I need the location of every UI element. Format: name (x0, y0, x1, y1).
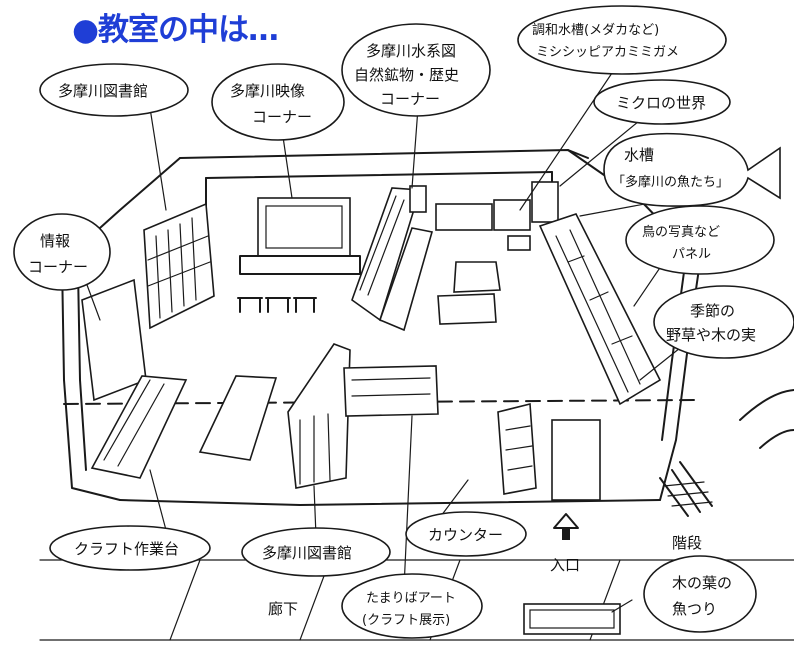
label-fish-tank-line1: 水槽 (624, 146, 654, 164)
label-leaf-fishing-line2: 魚つり (672, 600, 717, 618)
label-bird-panel-line2: パネル (672, 247, 711, 262)
label-leaf-fishing-line1: 木の葉の (672, 574, 732, 592)
display-sofa (343, 365, 439, 417)
nature-display-cases (351, 185, 434, 332)
label-seasonal-line1: 季節の (690, 302, 735, 320)
label-bird-panel-line1: 鳥の写真など (642, 225, 720, 240)
video-screen (239, 197, 361, 275)
counter (497, 402, 537, 495)
label-fish-tank: 水槽 「多摩川の魚たち」 (603, 132, 781, 207)
stairs (659, 461, 713, 517)
label-tamari-art-line2: (クラフト展示) (362, 613, 450, 628)
label-nature-corner-line2: 自然鉱物・歴史 (354, 66, 459, 84)
label-aquarium-mix-line1: 調和水槽(メダカなど) (532, 23, 659, 38)
label-counter-text: カウンター (428, 526, 503, 544)
label-nature-corner-line3: コーナー (380, 90, 440, 108)
chairs (237, 297, 317, 313)
craft-table (90, 375, 188, 479)
label-counter: カウンター (405, 511, 527, 557)
page-title-text: ●教室の中は… (72, 11, 279, 48)
right-shelves (538, 213, 662, 406)
label-micro-world: ミクロの世界 (593, 79, 731, 125)
back-cabinets (435, 181, 559, 251)
curve-right (739, 389, 794, 449)
label-nature-corner-line1: 多摩川水系図 (366, 42, 456, 60)
label-seasonal-line2: 野草や木の実 (666, 326, 756, 344)
label-tamari-art-line1: たまりばアート (366, 591, 456, 606)
label-video-corner: 多摩川映像 コーナー (211, 63, 345, 141)
label-aquarium-mix: 調和水槽(メダカなど) ミシシッピアカミミガメ (517, 5, 727, 75)
label-aquarium-mix-line2: ミシシッピアカミミガメ (536, 45, 679, 60)
label-video-corner-line2: コーナー (252, 108, 312, 126)
label-video-corner-line1: 多摩川映像 (230, 82, 305, 100)
library-shelf-back (143, 202, 215, 330)
label-entrance: 入口 (550, 556, 580, 574)
label-info-corner-line1: 情報 (40, 232, 70, 250)
page-title: ●教室の中は… (72, 4, 279, 48)
label-leaf-fishing: 木の葉の 魚つり (643, 555, 757, 633)
label-bird-panel: 鳥の写真など パネル (625, 205, 775, 275)
label-fish-tank-line2: 「多摩川の魚たち」 (612, 174, 729, 190)
label-corridor: 廊下 (268, 600, 298, 618)
label-seasonal: 季節の 野草や木の実 (653, 285, 794, 359)
leaf-fishing-pool (523, 603, 621, 635)
work-table-mid (198, 375, 278, 461)
label-library-bottom-text: 多摩川図書館 (262, 544, 352, 562)
label-stairs: 階段 (672, 534, 702, 552)
label-info-corner-line2: コーナー (28, 258, 88, 276)
label-info-corner: 情報 コーナー (13, 213, 111, 291)
label-nature-corner: 多摩川水系図 自然鉱物・歴史 コーナー (341, 23, 491, 117)
library-shelf-front (287, 343, 351, 489)
label-library-bottom: 多摩川図書館 (241, 527, 391, 577)
entrance-door (551, 419, 601, 540)
label-micro-world-text: ミクロの世界 (616, 94, 706, 112)
label-library-top-text: 多摩川図書館 (58, 82, 148, 100)
label-library-top: 多摩川図書館 (39, 63, 189, 117)
label-tamari-art: たまりばアート (クラフト展示) (341, 573, 483, 639)
center-tables (437, 261, 501, 325)
label-craft-table-text: クラフト作業台 (74, 540, 179, 558)
label-craft-table: クラフト作業台 (49, 525, 211, 571)
